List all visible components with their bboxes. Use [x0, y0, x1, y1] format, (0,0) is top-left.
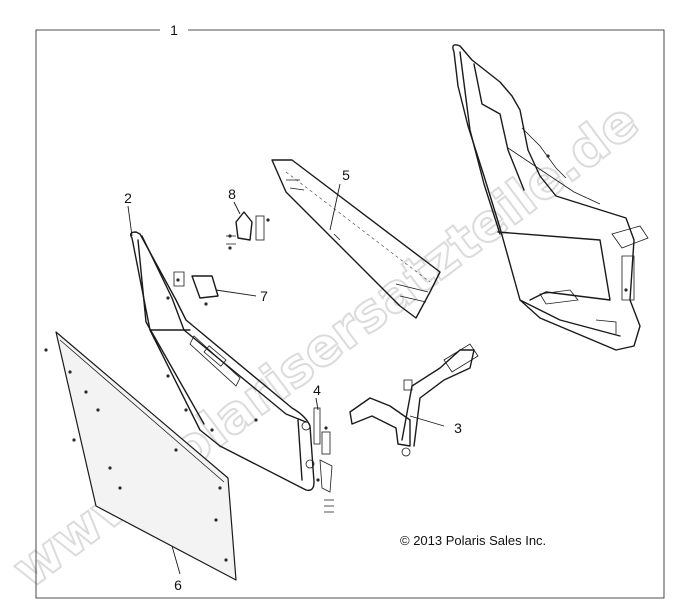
- watermark: www.polarisersatzteile.de: [1, 90, 651, 601]
- callout-label: 4: [313, 382, 321, 398]
- callout-label: 6: [174, 577, 182, 593]
- assembly-callout: 1: [170, 22, 178, 38]
- svg-text:www.polarisersatzteile.de: www.polarisersatzteile.de: [2, 91, 650, 600]
- callout-label: 7: [260, 288, 268, 304]
- copyright-text: © 2013 Polaris Sales Inc.: [400, 533, 546, 548]
- callout-leaders: [127, 183, 445, 575]
- door-panel-part-6: [44, 331, 237, 581]
- latch-hardware-part-4: [313, 407, 334, 513]
- callout-label: 5: [342, 167, 350, 183]
- hinge-plate-part-7: [173, 271, 219, 306]
- callout-label: 3: [454, 420, 462, 436]
- callout-label: 2: [124, 190, 132, 206]
- window-net-part-5: [271, 159, 441, 319]
- handle-bracket-part-3: [349, 343, 479, 457]
- assembly-frame: [35, 29, 665, 599]
- callout-label: 8: [228, 186, 236, 202]
- door-frame-part-2: [129, 231, 315, 492]
- latch-bracket-part-8: [226, 211, 270, 250]
- installed-door-assembly: [452, 44, 649, 351]
